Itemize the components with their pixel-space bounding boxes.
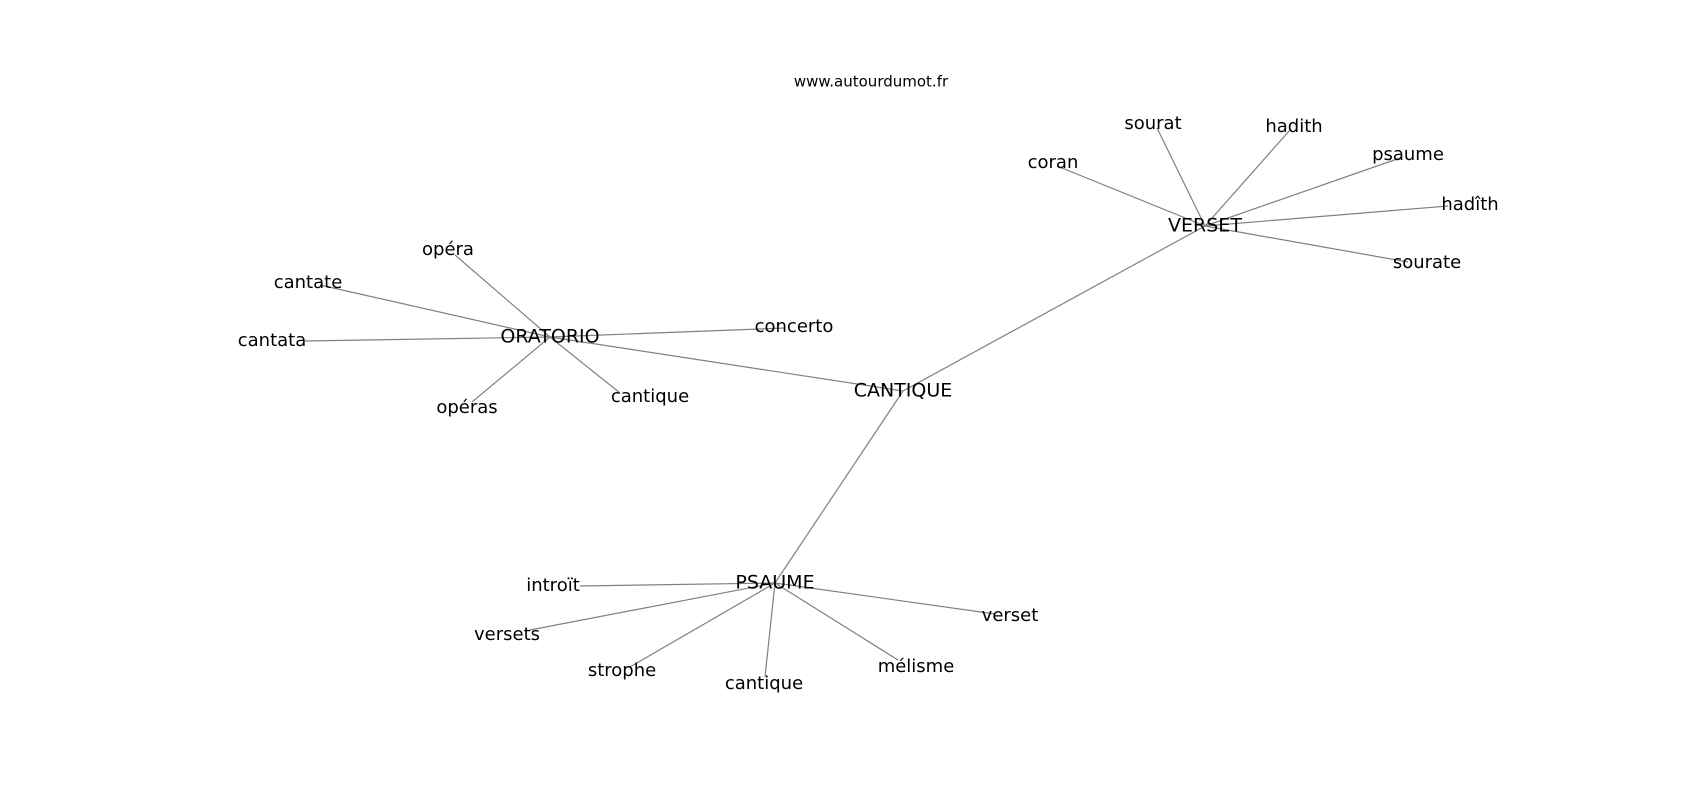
node-cantate: cantate bbox=[274, 272, 343, 293]
node-psaume_v: psaume bbox=[1372, 144, 1444, 165]
edge-oratorio-concerto bbox=[549, 327, 786, 338]
node-sourat: sourat bbox=[1124, 113, 1181, 134]
edge-oratorio-cantata bbox=[304, 336, 551, 342]
node-cantique_p: cantique bbox=[725, 673, 803, 694]
edge-cantique_center-oratorio bbox=[549, 336, 904, 392]
edge-oratorio-opera bbox=[454, 254, 551, 338]
edge-group bbox=[304, 127, 1449, 678]
edge-verset_hub-hadith bbox=[1204, 129, 1291, 227]
node-concerto: concerto bbox=[755, 316, 834, 337]
edge-cantique_center-psaume_hub bbox=[774, 390, 904, 584]
edge-psaume_hub-melisme bbox=[774, 582, 899, 661]
node-verset_p: verset bbox=[982, 605, 1039, 626]
edge-psaume_hub-introit bbox=[579, 582, 776, 587]
edge-psaume_hub-strophe bbox=[629, 582, 776, 668]
node-sourate: sourate bbox=[1393, 252, 1461, 273]
node-verset_hub: VERSET bbox=[1168, 215, 1242, 237]
node-introit: introït bbox=[526, 575, 580, 596]
edge-verset_hub-hadith2 bbox=[1204, 205, 1449, 227]
node-cantique_o: cantique bbox=[611, 386, 689, 407]
source-url: www.autourdumot.fr bbox=[794, 73, 949, 91]
node-opera: opéra bbox=[422, 239, 474, 260]
edge-psaume_hub-cantique_p bbox=[764, 582, 776, 678]
node-strophe: strophe bbox=[588, 660, 656, 681]
node-hadith: hadith bbox=[1265, 116, 1322, 137]
edge-cantique_center-verset_hub bbox=[902, 225, 1206, 392]
node-cantata: cantata bbox=[238, 330, 307, 351]
edge-psaume_hub-versets bbox=[529, 582, 776, 631]
node-cantique_center: CANTIQUE bbox=[854, 380, 953, 402]
node-hadith2: hadîth bbox=[1441, 194, 1498, 215]
node-psaume_hub: PSAUME bbox=[735, 572, 814, 594]
edge-oratorio-cantique_o bbox=[549, 336, 621, 394]
node-coran: coran bbox=[1028, 152, 1079, 173]
edge-verset_hub-sourate bbox=[1204, 225, 1409, 263]
edge-verset_hub-sourat bbox=[1156, 127, 1206, 227]
node-oratorio: ORATORIO bbox=[500, 326, 599, 348]
node-versets: versets bbox=[474, 624, 540, 645]
edge-oratorio-operas bbox=[471, 336, 551, 403]
node-melisme: mélisme bbox=[878, 656, 955, 677]
edge-oratorio-cantate bbox=[319, 284, 551, 338]
edge-verset_hub-coran bbox=[1056, 165, 1206, 227]
edge-psaume_hub-verset_p bbox=[774, 582, 996, 615]
node-operas: opéras bbox=[436, 397, 497, 418]
edge-verset_hub-psaume_v bbox=[1204, 157, 1401, 227]
label-group: CANTIQUE ORATORIO VERSET PSAUME opéra cantate… bbox=[238, 113, 1499, 694]
